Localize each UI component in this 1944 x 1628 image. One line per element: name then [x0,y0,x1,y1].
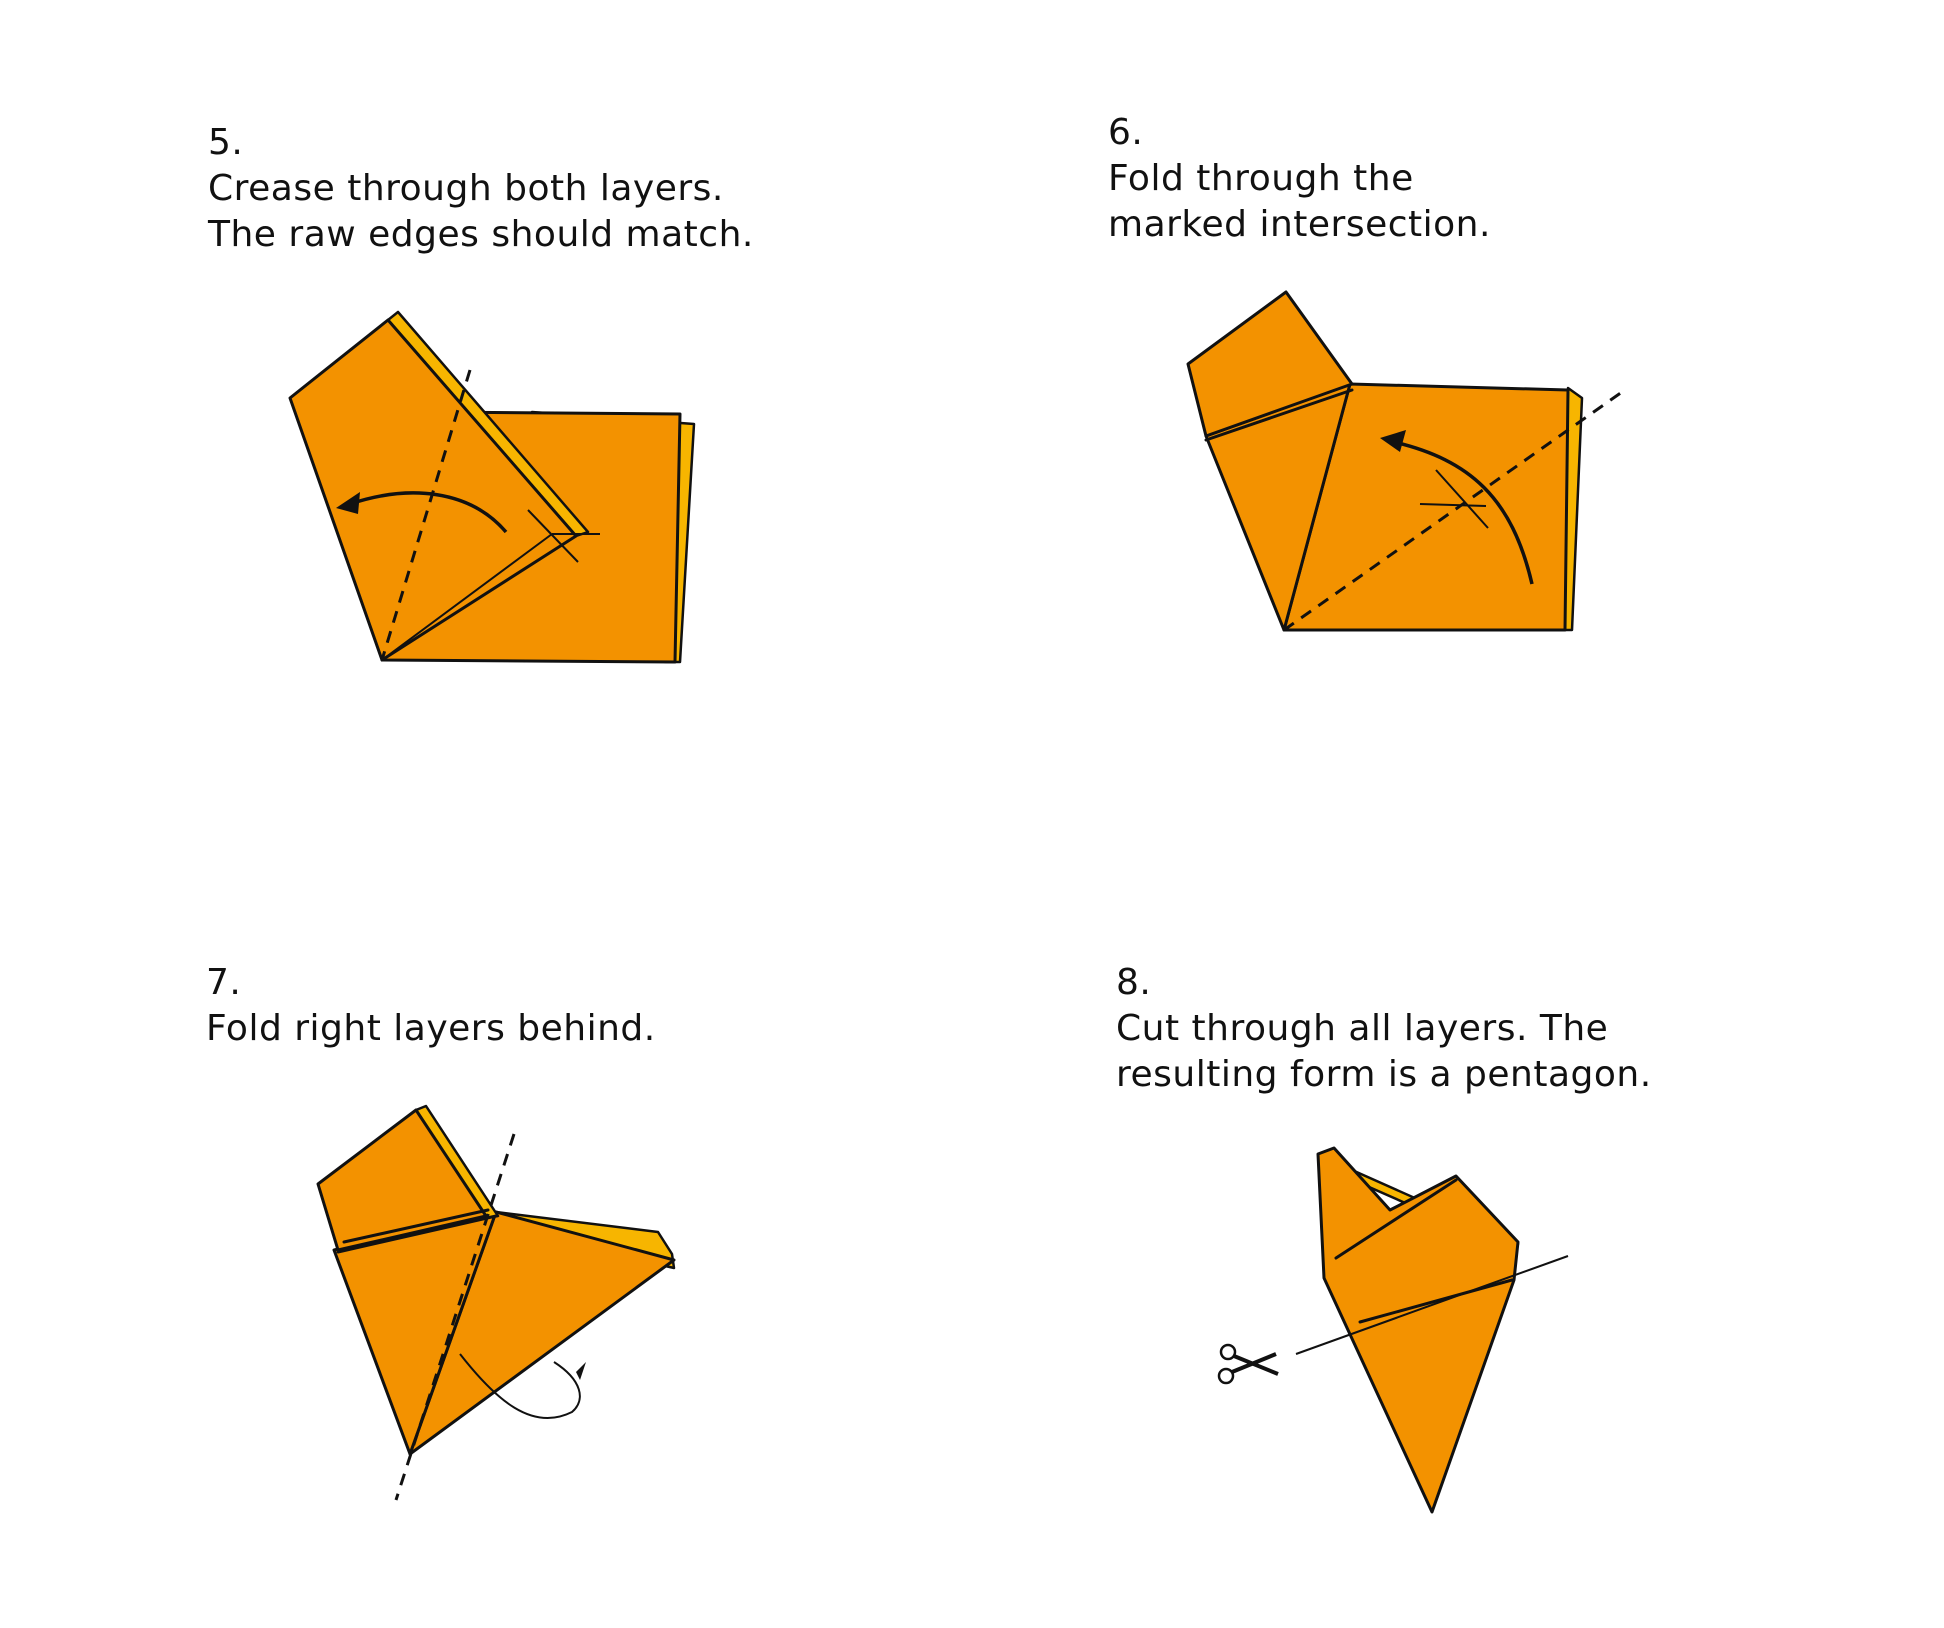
step-8-diagram [1217,1146,1569,1514]
step-number: 8. [1116,962,1152,1003]
step-6-caption: 6. Fold through the marked intersection. [1108,110,1491,248]
paper-top-flap [1186,290,1354,438]
step-instruction-line: Cut through all layers. The [1116,1008,1609,1049]
fold-line [381,533,553,661]
intersection-mark [1435,469,1489,529]
fold-edge [1358,1278,1514,1324]
cut-line [1295,1255,1569,1355]
arrow-head [336,492,360,514]
step-instruction-line: Crease through both layers. [208,168,724,209]
step-7-diagram [316,1104,676,1501]
fold-edge [1204,388,1354,442]
crease-line [394,1133,516,1501]
step-number: 6. [1108,112,1144,153]
step-7-caption: 7. Fold right layers behind. [206,960,656,1052]
step-instruction-line: Fold right layers behind. [206,1008,656,1049]
fold-arrow-icon [1393,440,1534,585]
step-6-diagram [1186,290,1623,632]
intersection-mark [1419,503,1487,507]
fold-edge [1334,1178,1458,1260]
fold-edge [342,1208,490,1244]
paper-flap [288,318,578,662]
step-5-caption: 5. Crease through both layers. The raw e… [208,120,754,258]
step-number: 5. [208,122,244,163]
fold-arrow-icon [349,491,508,534]
step-instruction-line: Fold through the [1108,158,1414,199]
scissors-icon [1217,1343,1279,1385]
step-number: 7. [206,962,242,1003]
crease-line [380,369,472,661]
crease-line [1283,390,1623,632]
step-instruction-line: The raw edges should match. [208,214,754,255]
paper-pentagon [1316,1146,1520,1514]
step-8-caption: 8. Cut through all layers. The resulting… [1116,960,1652,1098]
step-instruction-line: resulting form is a pentagon. [1116,1054,1652,1095]
reference-mark [527,509,579,563]
fold-edge [336,1214,498,1254]
arrow-head [1380,430,1406,452]
step-instruction-line: marked intersection. [1108,204,1491,245]
step-5-diagram [288,310,696,664]
arrow-head [576,1362,586,1380]
mountain-fold-arrow-icon [459,1353,581,1420]
